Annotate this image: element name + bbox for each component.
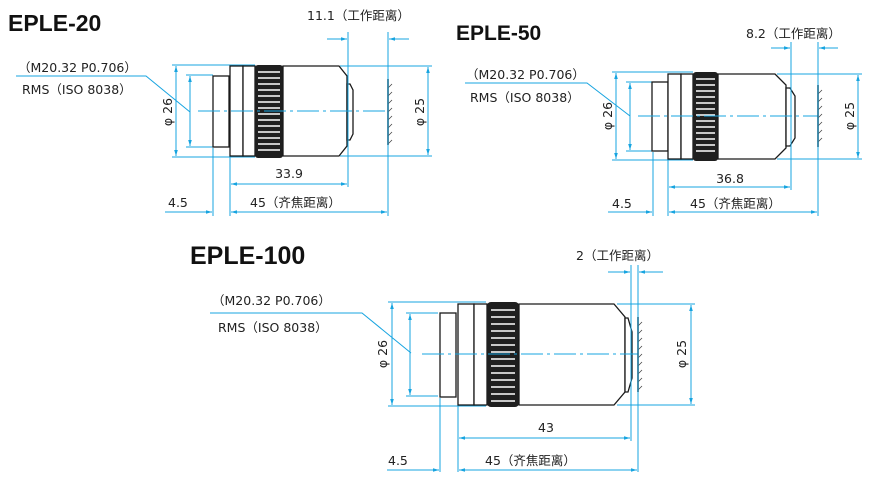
diagram-eple50: EPLE-50 （M20.32 P0.706） RMS（ISO 8038） φ … <box>456 22 862 216</box>
knurl-lines <box>491 309 515 402</box>
length-eple20: 33.9 <box>275 166 303 181</box>
thread-offset-eple100: 4.5 <box>388 453 408 468</box>
thread-offset-eple20: 4.5 <box>168 195 188 210</box>
diagram-eple100: EPLE-100 （M20.32 P0.706） RMS（ISO 8038） φ… <box>190 242 695 472</box>
length-eple50: 36.8 <box>716 171 744 186</box>
outer-diameter-eple20: φ 26 <box>160 98 175 126</box>
thread-spec-eple20: （M20.32 P0.706） <box>18 60 137 75</box>
front-diameter-eple20: φ 25 <box>412 98 427 126</box>
outer-diameter-eple100: φ 26 <box>375 340 390 368</box>
thread-spec-eple100: （M20.32 P0.706） <box>212 293 331 308</box>
parfocal-eple50: 45（齐焦距离） <box>690 196 781 211</box>
working-distance-eple50: 8.2（工作距离） <box>746 26 841 41</box>
title-eple100: EPLE-100 <box>190 242 305 270</box>
thread-part <box>439 312 457 398</box>
knurl-lines <box>258 71 280 151</box>
thread-std-eple50: RMS（ISO 8038） <box>470 90 580 105</box>
title-eple20: EPLE-20 <box>8 10 101 36</box>
parfocal-eple100: 45（齐焦距离） <box>485 453 576 468</box>
thread-std-eple100: RMS（ISO 8038） <box>218 320 328 335</box>
front-diameter-eple100: φ 25 <box>674 340 689 368</box>
surface-hatch <box>817 89 823 143</box>
length-eple100: 43 <box>538 420 554 435</box>
thread-offset-eple50: 4.5 <box>612 196 632 211</box>
leader-line-eple100 <box>210 312 412 354</box>
diagram-eple20: EPLE-20 （M20.32 P0.706） RMS（ISO 8038） φ … <box>8 8 432 216</box>
thread-spec-eple50: （M20.32 P0.706） <box>466 67 585 82</box>
working-distance-eple20: 11.1（工作距离） <box>307 8 410 23</box>
front-lens <box>624 317 633 393</box>
parfocal-eple20: 45（齐焦距离） <box>250 195 341 210</box>
knurl-lines <box>696 78 715 152</box>
surface-hatch <box>637 321 643 391</box>
title-eple50: EPLE-50 <box>456 22 541 45</box>
front-diameter-eple50: φ 25 <box>842 102 857 130</box>
outer-diameter-eple50: φ 26 <box>600 102 615 130</box>
thread-std-eple20: RMS（ISO 8038） <box>22 82 132 97</box>
working-distance-eple100: 2（工作距离） <box>576 248 659 263</box>
surface-hatch <box>387 83 393 145</box>
